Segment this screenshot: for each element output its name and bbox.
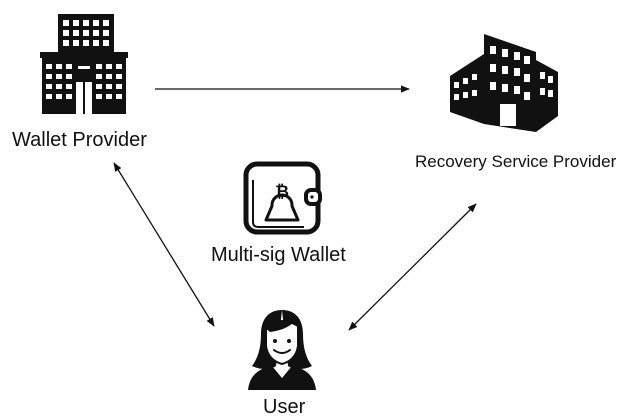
svg-text:₿: ₿ xyxy=(275,182,289,202)
recovery-service-provider-label: Recovery Service Provider xyxy=(415,152,617,171)
edge-wallet-provider-user xyxy=(113,162,215,327)
office-building-icon xyxy=(40,14,128,114)
edge-recovery-service-user xyxy=(348,203,477,331)
wallet-provider-label: Wallet Provider xyxy=(12,129,147,151)
bitcoin-wallet-icon: ₿ xyxy=(243,161,322,235)
user-label: User xyxy=(263,396,306,418)
user-avatar-icon xyxy=(248,310,316,390)
multisig-wallet-label: Multi-sig Wallet xyxy=(211,244,346,266)
office-building-icon xyxy=(450,34,558,132)
